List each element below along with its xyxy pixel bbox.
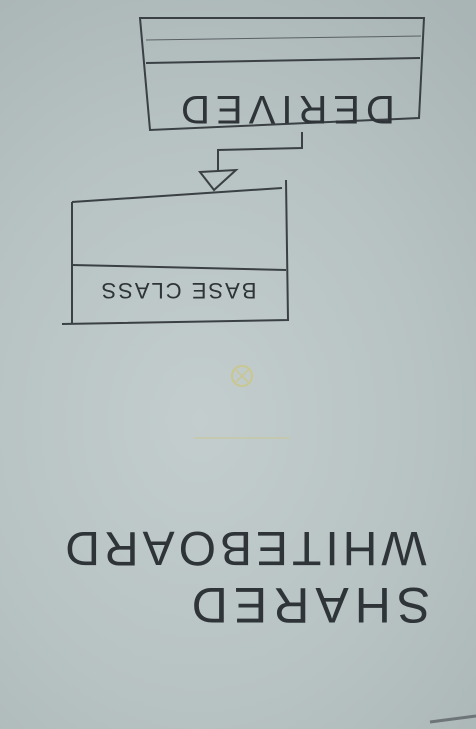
title-line-whiteboard: WHITEBOARD	[61, 521, 426, 574]
whiteboard-title: WHITEBOARD SHARED	[61, 521, 430, 633]
title-line-shared: SHARED	[186, 577, 430, 633]
derived-class-label: DERIVED	[175, 87, 395, 131]
board-edge-mark	[429, 714, 476, 724]
base-class-box: BASE CLASS	[61, 179, 290, 325]
inheritance-arrow	[198, 132, 303, 192]
derived-class-box: DERIVED	[138, 17, 426, 132]
magnet-button	[194, 365, 290, 439]
base-class-label: BASE CLASS	[100, 278, 257, 303]
